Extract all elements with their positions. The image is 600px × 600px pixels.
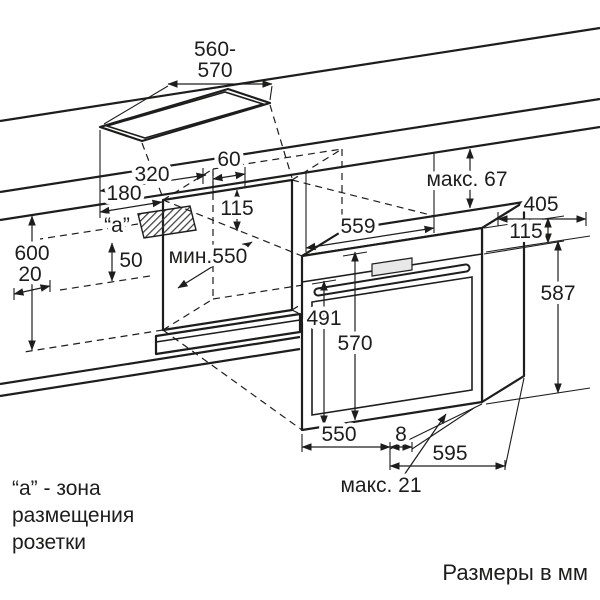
projection-dashed-lines <box>162 179 483 431</box>
cooktop-cutout <box>98 87 272 143</box>
dim-570-label: 570 <box>337 332 372 355</box>
cutout-width-dimension: 560- 570 <box>103 38 273 125</box>
dim-595-label: 595 <box>432 442 467 465</box>
cutout-width-label-line2: 570 <box>197 59 232 82</box>
oven-display <box>371 257 413 277</box>
dim-491-label: 491 <box>306 307 341 330</box>
oven-handle-inner <box>315 265 469 295</box>
oven-bottom-dimensions: 550 8 595 макс. 21 <box>301 377 525 501</box>
cutout-width-label-line1: 560- <box>194 38 236 61</box>
dim-600-label: 600 <box>14 242 49 265</box>
dim-min-550-label: мин.550 <box>169 245 248 268</box>
left-dimensions: 320 180 “a” 60 115 мин.550 600 20 50 <box>10 130 258 351</box>
socket-note-line1: “a” - зона <box>12 477 101 500</box>
oven-door-window <box>311 276 473 416</box>
dim-559-label: 559 <box>340 215 375 238</box>
dim-320-label: 320 <box>134 163 169 186</box>
plinth-strip <box>154 312 302 356</box>
dim-50-label: 50 <box>119 249 142 272</box>
dim-20-label: 20 <box>18 263 41 286</box>
dim-180-label: 180 <box>106 182 141 205</box>
dim-587-label: 587 <box>540 282 575 305</box>
dim-115-right-label: 115 <box>509 220 542 243</box>
socket-zone-hatch <box>137 205 197 239</box>
dim-60-label: 60 <box>217 148 240 171</box>
zone-a-label: “a” <box>104 214 130 237</box>
oven-front-dimensions: 491 570 <box>302 251 377 426</box>
socket-note-line2: размещения <box>12 504 134 527</box>
notes: “a” - зона размещения розетки Размеры в … <box>12 477 588 585</box>
oven-upper-right-dimensions: 559 макс. 67 405 115 587 <box>305 148 591 405</box>
dim-max-21-label: макс. 21 <box>340 474 421 497</box>
units-note: Размеры в мм <box>442 560 588 585</box>
dim-8-label: 8 <box>395 423 407 446</box>
socket-note-line3: розетки <box>12 531 86 554</box>
dim-405-label: 405 <box>523 193 558 216</box>
dim-max-67-label: макс. 67 <box>426 168 507 191</box>
dim-115-niche-label: 115 <box>220 197 253 220</box>
dim-550-label: 550 <box>321 423 356 446</box>
